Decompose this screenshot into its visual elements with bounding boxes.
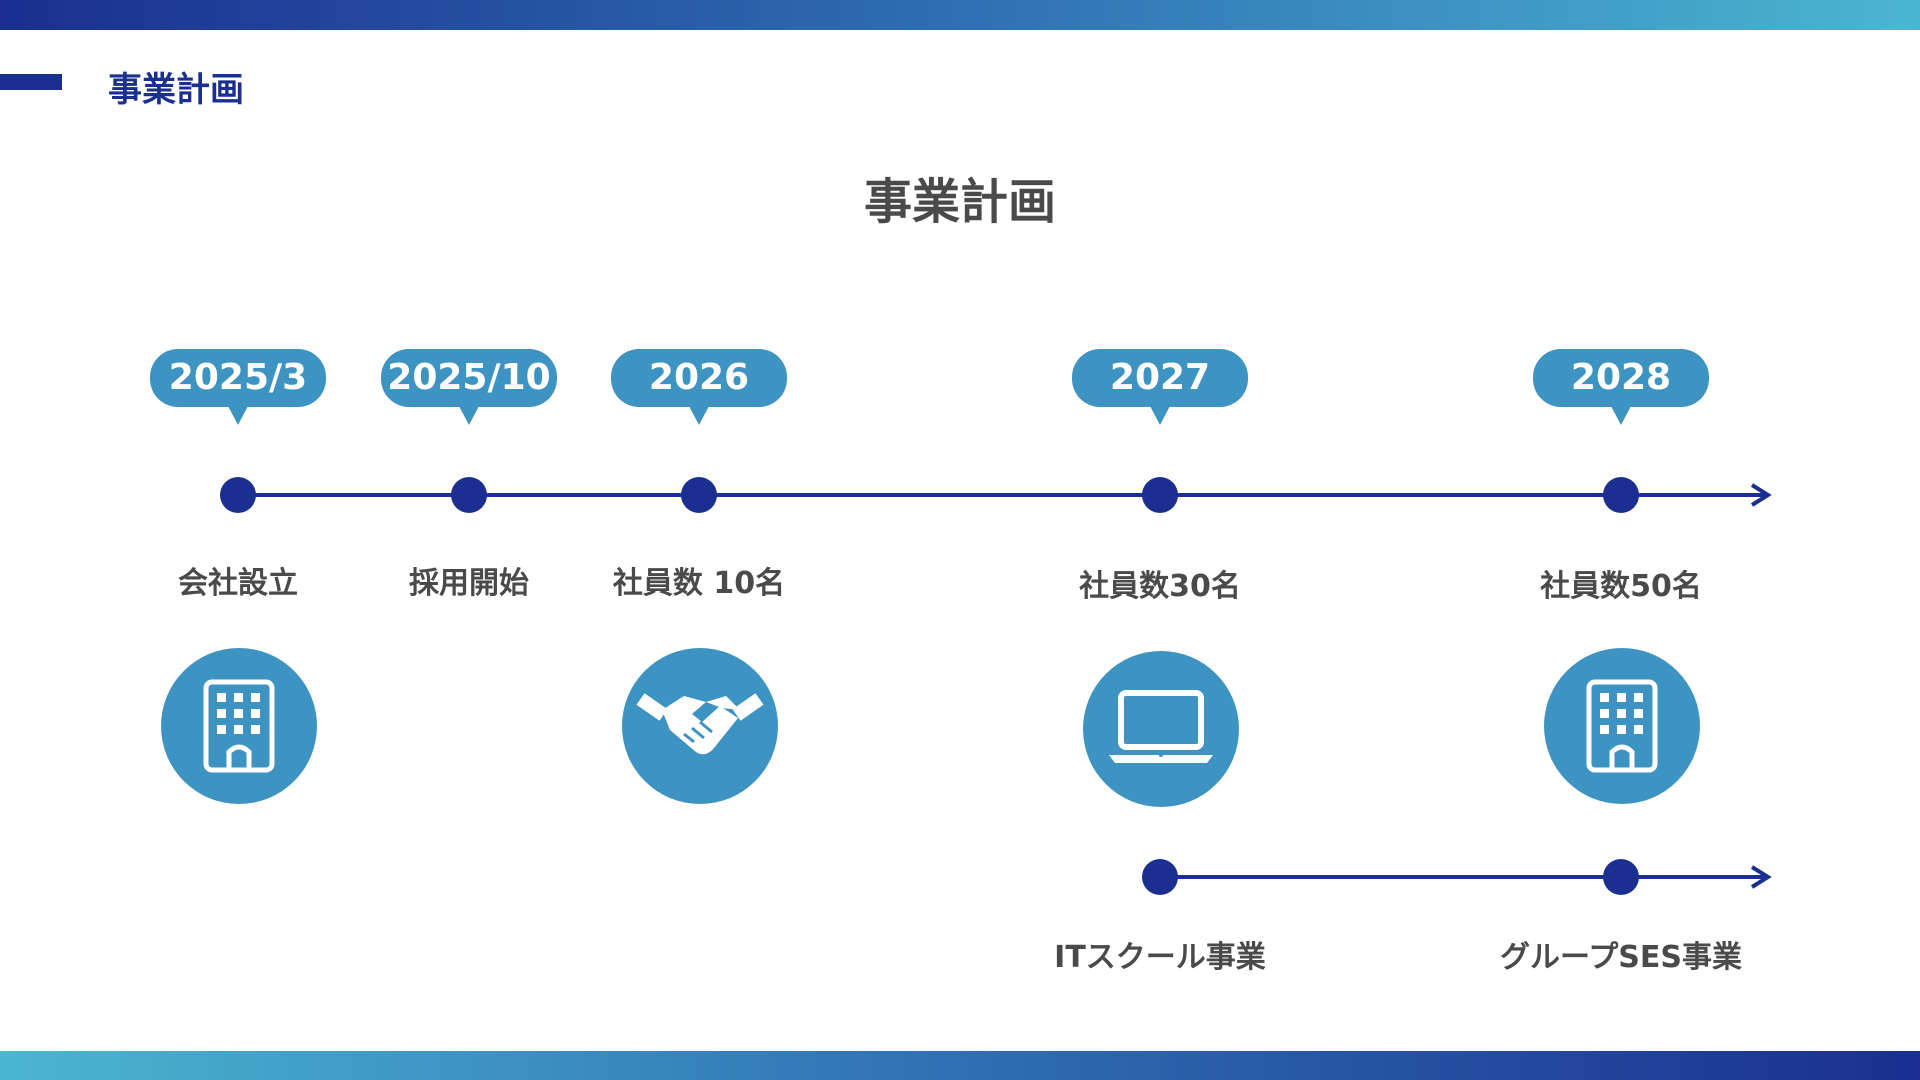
milestone-label-hiring-start: 採用開始 [409, 566, 529, 601]
main-timeline-arrow [1750, 483, 1772, 507]
building-icon [161, 648, 317, 804]
business-label-it-school: ITスクール事業 [1054, 940, 1266, 975]
milestone-label-30-employees: 社員数30名 [1079, 569, 1241, 604]
header-accent-bar [0, 74, 62, 90]
year-bubble-2028: 2028 [1533, 349, 1709, 425]
top-gradient-bar [0, 0, 1920, 30]
year-bubble-2025-3: 2025/3 [150, 349, 326, 425]
business-label-group-ses: グループSES事業 [1500, 940, 1742, 975]
year-bubble-2025-10: 2025/10 [381, 349, 557, 425]
laptop-icon [1083, 651, 1239, 807]
milestone-label-50-employees: 社員数50名 [1540, 569, 1702, 604]
handshake-icon [622, 648, 778, 804]
milestone-dot [1142, 477, 1178, 513]
milestone-label-company-founding: 会社設立 [178, 566, 298, 601]
business-dot [1603, 859, 1639, 895]
milestone-dot [451, 477, 487, 513]
business-timeline-arrow [1750, 865, 1772, 889]
header-title: 事業計画 [108, 70, 244, 110]
year-bubble-2027: 2027 [1072, 349, 1248, 425]
milestone-label-10-employees: 社員数 10名 [612, 566, 786, 601]
milestone-dot [681, 477, 717, 513]
year-bubble-2026: 2026 [611, 349, 787, 425]
bottom-gradient-bar [0, 1051, 1920, 1080]
milestone-dot [1603, 477, 1639, 513]
slide-title: 事業計画 [863, 174, 1056, 230]
building-icon [1544, 648, 1700, 804]
milestone-dot [220, 477, 256, 513]
business-dot [1142, 859, 1178, 895]
